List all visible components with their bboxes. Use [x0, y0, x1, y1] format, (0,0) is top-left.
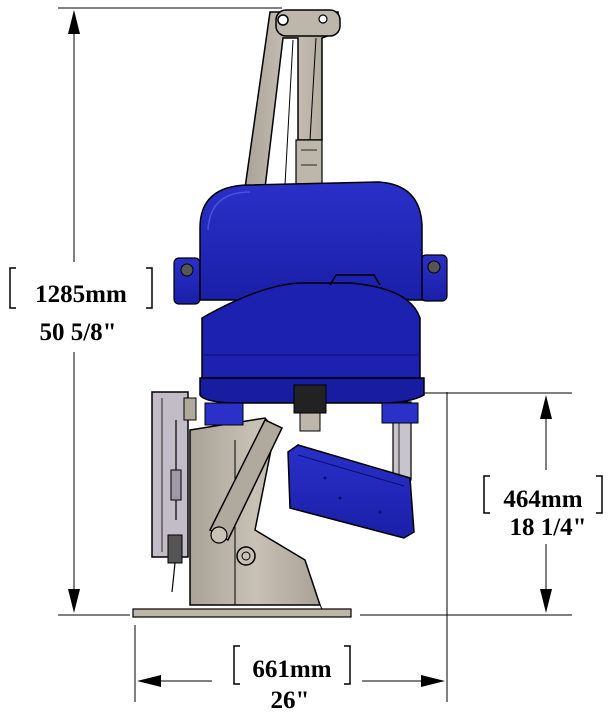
arrow-up-icon	[540, 395, 552, 419]
bracket-left-icon	[9, 267, 16, 309]
seat-cushion	[201, 282, 421, 379]
seat-mount-block	[293, 384, 327, 414]
mount-bracket	[183, 397, 197, 421]
hinge-bolt-icon	[427, 260, 441, 274]
height-metric-label: 1285mm	[35, 281, 127, 308]
pad-rivet-icon	[338, 496, 342, 500]
control-box	[151, 391, 197, 593]
bracket-left-icon	[483, 475, 490, 514]
height-label-backdrop	[10, 262, 158, 352]
pivot-bolt-icon	[277, 14, 289, 26]
switch-lead	[171, 562, 176, 593]
actuator-body	[295, 139, 323, 186]
actuator-rod	[284, 39, 294, 186]
arrow-left-icon	[137, 675, 161, 687]
seat-post	[299, 412, 321, 432]
base-plate	[132, 608, 352, 618]
height-imperial-label: 50 5/8"	[39, 319, 116, 346]
hinge-bolt-icon	[180, 263, 194, 277]
bracket-right-icon	[146, 267, 153, 309]
boom-arm	[244, 11, 339, 189]
height-dimension: 1285mm 50 5/8"	[9, 7, 282, 616]
seat-height-imperial-label: 18 1/4"	[509, 514, 586, 541]
base-bolt-icon	[236, 546, 256, 566]
pad-edge	[297, 454, 405, 487]
pad-rivet-icon	[378, 510, 382, 514]
arrow-right-icon	[421, 675, 445, 687]
pivot-bolt-icon	[318, 14, 328, 24]
seat-height-dimension: 464mm 18 1/4"	[360, 392, 606, 616]
footrest-pad	[287, 444, 415, 539]
column-edge	[319, 604, 323, 610]
arm-pivot-icon	[210, 526, 228, 544]
base-stand	[132, 417, 352, 618]
control-panel	[151, 391, 189, 558]
base-bolt-inner	[241, 551, 251, 561]
width-imperial-label: 26"	[271, 687, 310, 713]
switch-housing	[167, 534, 183, 564]
width-metric-label: 661mm	[252, 656, 331, 683]
arrow-down-icon	[540, 589, 552, 613]
seat-backrest	[199, 181, 423, 301]
seat-handle	[329, 274, 381, 286]
bracket-left-icon	[233, 645, 240, 685]
seat-height-metric-label: 464mm	[503, 486, 582, 513]
cable-connector	[170, 469, 182, 501]
boom-edge	[309, 37, 317, 141]
width-label-backdrop	[212, 640, 362, 713]
arrow-down-icon	[68, 589, 80, 613]
lift-boom	[244, 9, 341, 189]
seat-bracket-right	[381, 402, 419, 424]
pad-rivet-icon	[323, 476, 327, 480]
width-dimension: 661mm 26"	[134, 392, 448, 713]
backrest-highlight	[207, 191, 251, 231]
seat	[173, 181, 448, 432]
bracket-right-icon	[596, 475, 603, 514]
seat-height-label-backdrop	[486, 470, 606, 544]
bracket-right-icon	[344, 645, 351, 685]
seat-bracket-left	[204, 402, 244, 426]
arrow-up-icon	[68, 10, 80, 34]
